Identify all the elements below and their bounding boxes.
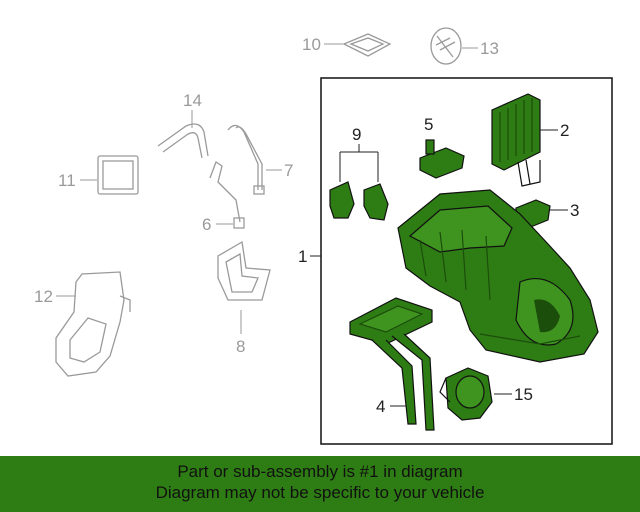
part-13-disc[interactable] [430, 27, 462, 65]
part-12-duct[interactable] [55, 271, 131, 377]
leader-9 [339, 144, 379, 182]
notice-line-1: Part or sub-assembly is #1 in diagram [177, 462, 463, 481]
callout-12: 12 [34, 287, 53, 306]
callout-7: 7 [284, 161, 293, 180]
parts-diagram: 10 13 14 11 7 6 8 [34, 27, 613, 445]
part-11-filter[interactable] [97, 155, 139, 195]
part-14-hose[interactable] [157, 123, 209, 159]
callout-8: 8 [236, 337, 245, 356]
callout-3: 3 [570, 201, 579, 220]
notice-banner: Part or sub-assembly is #1 in diagram Di… [0, 456, 640, 512]
part-8-bracket[interactable] [217, 240, 271, 301]
part-1-housing[interactable] [397, 189, 599, 363]
assembly-frame [320, 77, 613, 445]
callout-10: 10 [302, 35, 321, 54]
part-2-evaporator[interactable] [491, 93, 541, 187]
part-10-seal[interactable] [342, 33, 392, 57]
callout-4: 4 [376, 397, 385, 416]
callout-9: 9 [352, 125, 361, 144]
callout-13: 13 [480, 39, 499, 58]
callout-5: 5 [424, 115, 433, 134]
callout-1: 1 [298, 247, 307, 266]
part-6-drain[interactable] [209, 161, 245, 229]
part-9-actuators[interactable] [329, 181, 389, 221]
callout-2: 2 [560, 121, 569, 140]
callout-15: 15 [514, 385, 533, 404]
notice-line-2: Diagram may not be specific to your vehi… [155, 483, 485, 502]
callout-6: 6 [202, 215, 211, 234]
part-7-tube[interactable] [227, 124, 265, 195]
callout-14: 14 [183, 91, 202, 110]
part-15-blower[interactable] [439, 367, 493, 421]
part-5-actuator[interactable] [419, 139, 465, 179]
callout-11: 11 [58, 171, 76, 190]
part-4-heater-core[interactable] [349, 297, 435, 431]
